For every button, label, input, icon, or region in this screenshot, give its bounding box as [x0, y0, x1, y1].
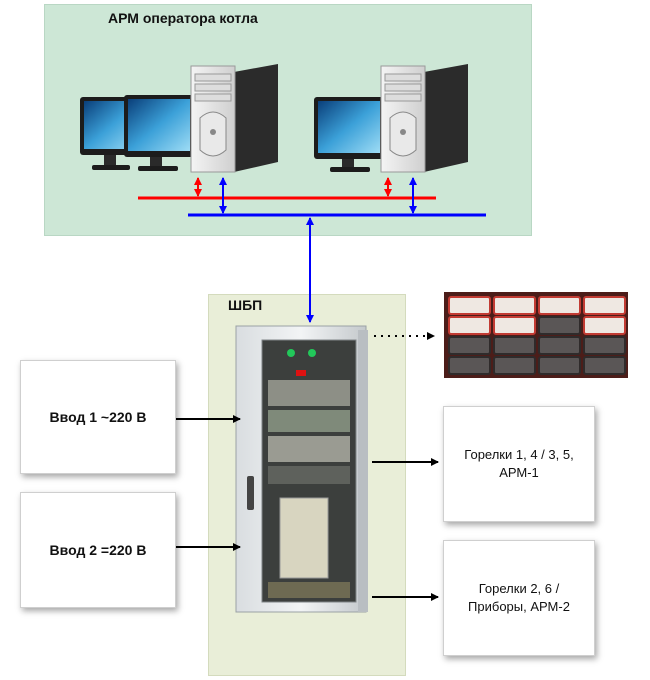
indicator-cell — [493, 336, 536, 355]
indicator-cell — [538, 356, 581, 375]
indicator-cell — [448, 296, 491, 315]
indicator-cell — [538, 336, 581, 355]
output-label-1: Горелки 1, 4 / 3, 5, АРМ-1 — [464, 447, 574, 480]
output-label-2: Горелки 2, 6 / Приборы, АРМ-2 — [468, 581, 570, 614]
indicator-cell — [583, 356, 626, 375]
shbp-title: ШБП — [228, 297, 263, 313]
monitor-icon — [314, 97, 384, 172]
indicator-cell — [583, 336, 626, 355]
output-box-2: Горелки 2, 6 / Приборы, АРМ-2 — [443, 540, 595, 656]
indicator-cell — [583, 296, 626, 315]
input-label-1: Ввод 1 ~220 В — [49, 409, 147, 425]
indicator-cell — [448, 336, 491, 355]
workstation-1 — [80, 64, 278, 173]
arm-title: АРМ оператора котла — [108, 10, 258, 26]
indicator-cell — [448, 316, 491, 335]
computer-tower-icon — [380, 64, 468, 173]
indicator-cell — [493, 296, 536, 315]
input-label-2: Ввод 2 =220 В — [49, 542, 147, 558]
monitor-icon — [124, 95, 194, 171]
indicator-cell — [493, 316, 536, 335]
indicator-cell — [493, 356, 536, 375]
indicator-panel-image — [444, 292, 628, 378]
computer-tower-icon — [190, 64, 278, 173]
indicator-cell — [583, 316, 626, 335]
indicator-cell — [538, 296, 581, 315]
workstation-2 — [314, 64, 468, 173]
input-box-2: Ввод 2 =220 В — [20, 492, 176, 608]
indicator-cell — [538, 316, 581, 335]
input-box-1: Ввод 1 ~220 В — [20, 360, 176, 474]
cabinet-icon — [235, 325, 368, 613]
output-box-1: Горелки 1, 4 / 3, 5, АРМ-1 — [443, 406, 595, 522]
indicator-cell — [448, 356, 491, 375]
